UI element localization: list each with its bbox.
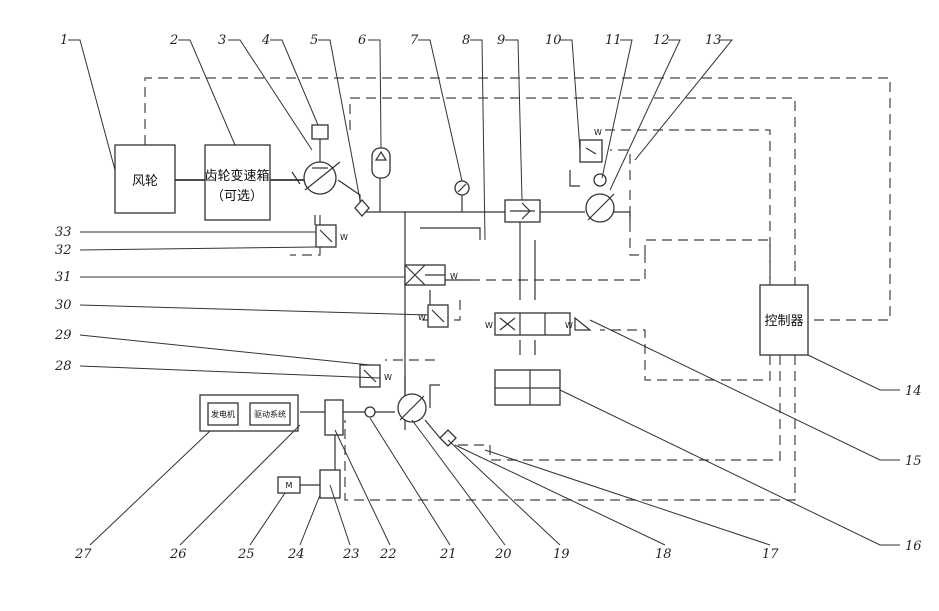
valve-30: W [418,305,448,327]
filter-19 [440,430,456,446]
controller-label: 控制器 [764,314,803,329]
pump-20 [398,394,426,422]
label-23: 23 [342,547,360,562]
label-31: 31 [55,270,72,285]
wind-turbine-label: 风轮 [132,174,158,189]
svg-text:W: W [594,128,602,137]
label-25: 25 [237,547,255,562]
label-14: 14 [905,384,922,399]
label-19: 19 [553,547,570,562]
filter-9 [505,200,540,222]
controller-box: 控制器 [760,285,808,355]
valve-32: W [316,225,348,247]
label-10: 10 [545,33,562,48]
label-24: 24 [287,547,305,562]
label-29: 29 [54,328,72,343]
pressure-gauge-7 [455,181,469,212]
tachometer-24: M [278,477,300,493]
label-20: 20 [494,547,512,562]
drive-system-label: 驱动系统 [254,409,286,419]
motor-pump-11 [586,174,614,222]
generator-drive-group: 发电机 驱动系统 [200,395,298,431]
svg-text:W: W [565,321,573,330]
pump-3-symbol [292,125,340,194]
label-2: 2 [169,33,178,48]
gearbox-box: 齿轮变速箱 （可选） [204,145,270,220]
wind-turbine-box: 风轮 [115,145,175,213]
svg-text:W: W [450,272,458,281]
label-6: 6 [358,33,366,48]
label-4: 4 [261,33,270,48]
valve-31: W [405,265,458,285]
label-17: 17 [762,547,779,562]
label-8: 8 [462,33,470,48]
label-30: 30 [55,298,72,313]
svg-text:W: W [384,373,392,382]
label-5: 5 [310,33,318,48]
label-32: 32 [55,243,72,258]
label-26: 26 [169,547,187,562]
label-21: 21 [439,547,457,562]
label-9: 9 [497,33,505,48]
svg-text:W: W [340,233,348,242]
label-16: 16 [905,539,922,554]
directional-valve-15: W W [485,313,590,335]
label-3: 3 [218,33,226,48]
generator-label: 发电机 [211,409,235,419]
label-18: 18 [655,547,672,562]
label-28: 28 [54,359,72,374]
shaft-box-22 [325,400,343,435]
label-33: 33 [55,225,72,240]
label-7: 7 [410,33,419,48]
coupling-21 [365,407,375,417]
label-11: 11 [605,33,622,48]
gearbox-label-line1: 齿轮变速箱 [204,168,269,184]
svg-text:M: M [286,481,293,490]
label-1: 1 [60,33,68,48]
gearbox-label-line2: （可选） [211,189,263,204]
cylinder-16 [495,370,560,405]
label-22: 22 [379,547,397,562]
sensor-23 [320,470,340,498]
label-27: 27 [74,547,92,562]
check-valve-5 [355,200,369,216]
accumulator-6 [372,148,390,178]
svg-text:W: W [485,321,493,330]
label-12: 12 [653,33,670,48]
label-13: 13 [705,33,722,48]
valve-29: W [360,365,392,387]
label-15: 15 [905,454,922,469]
